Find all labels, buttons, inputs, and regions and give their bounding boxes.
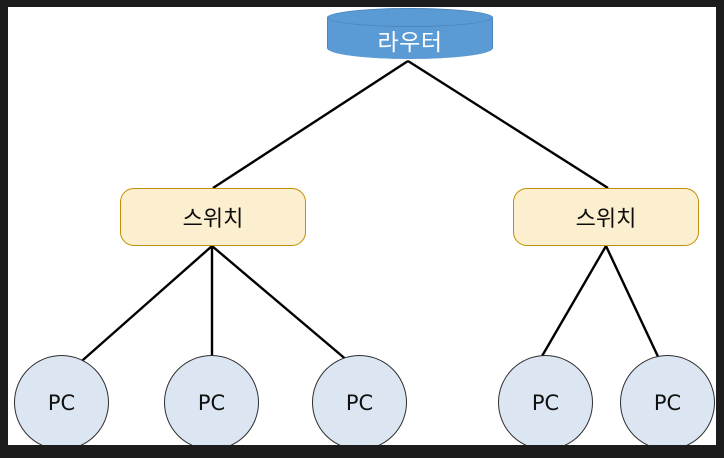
- node-switch-left[interactable]: 스위치: [120, 188, 306, 246]
- switch-right-label: 스위치: [575, 207, 637, 232]
- node-pc-2[interactable]: PC: [164, 355, 259, 445]
- node-switch-right[interactable]: 스위치: [513, 188, 699, 246]
- edge-switch-right-pc-4: [536, 245, 608, 364]
- node-pc-4[interactable]: PC: [498, 355, 593, 445]
- node-router[interactable]: 라우터: [327, 8, 493, 59]
- edge-router-switch-right: [407, 59, 609, 190]
- edge-switch-left-pc-3: [211, 245, 356, 368]
- pc-3-label: PC: [345, 390, 374, 415]
- router-label: 라우터: [377, 29, 443, 56]
- edge-switch-right-pc-5: [604, 245, 663, 364]
- edge-switch-left-pc-1: [74, 245, 213, 368]
- pc-4-label: PC: [531, 390, 560, 415]
- node-pc-1[interactable]: PC: [14, 355, 109, 445]
- pc-5-label: PC: [653, 390, 682, 415]
- diagram-canvas: 라우터 스위치 스위치 PC PC PC PC PC: [8, 7, 716, 445]
- router-cylinder-top: [327, 8, 493, 27]
- edge-router-switch-left: [212, 59, 409, 190]
- switch-left-label: 스위치: [182, 207, 244, 232]
- pc-1-label: PC: [47, 390, 76, 415]
- node-pc-3[interactable]: PC: [312, 355, 407, 445]
- node-pc-5[interactable]: PC: [620, 355, 715, 445]
- pc-2-label: PC: [197, 390, 226, 415]
